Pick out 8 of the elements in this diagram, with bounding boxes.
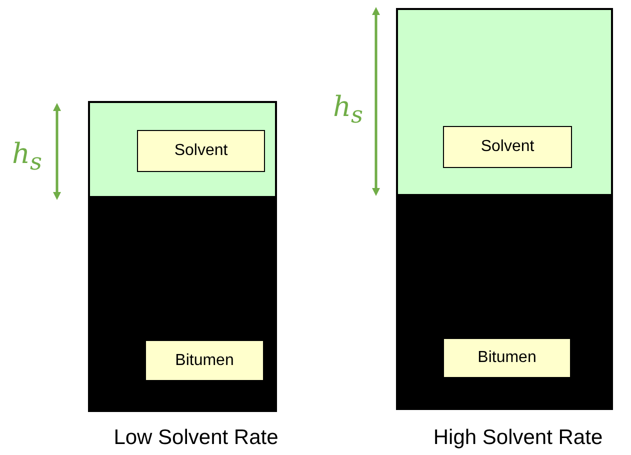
column-caption: Low Solvent Rate (114, 426, 278, 450)
label-box: Bitumen (443, 338, 571, 378)
label-box: Solvent (443, 126, 572, 168)
label-box: Bitumen (145, 340, 264, 381)
label-box: Solvent (137, 130, 265, 172)
height-label: h$_{s}$ (12, 140, 42, 174)
column-caption: High Solvent Rate (433, 426, 603, 450)
height-label: h$_{s}$ (333, 93, 364, 127)
